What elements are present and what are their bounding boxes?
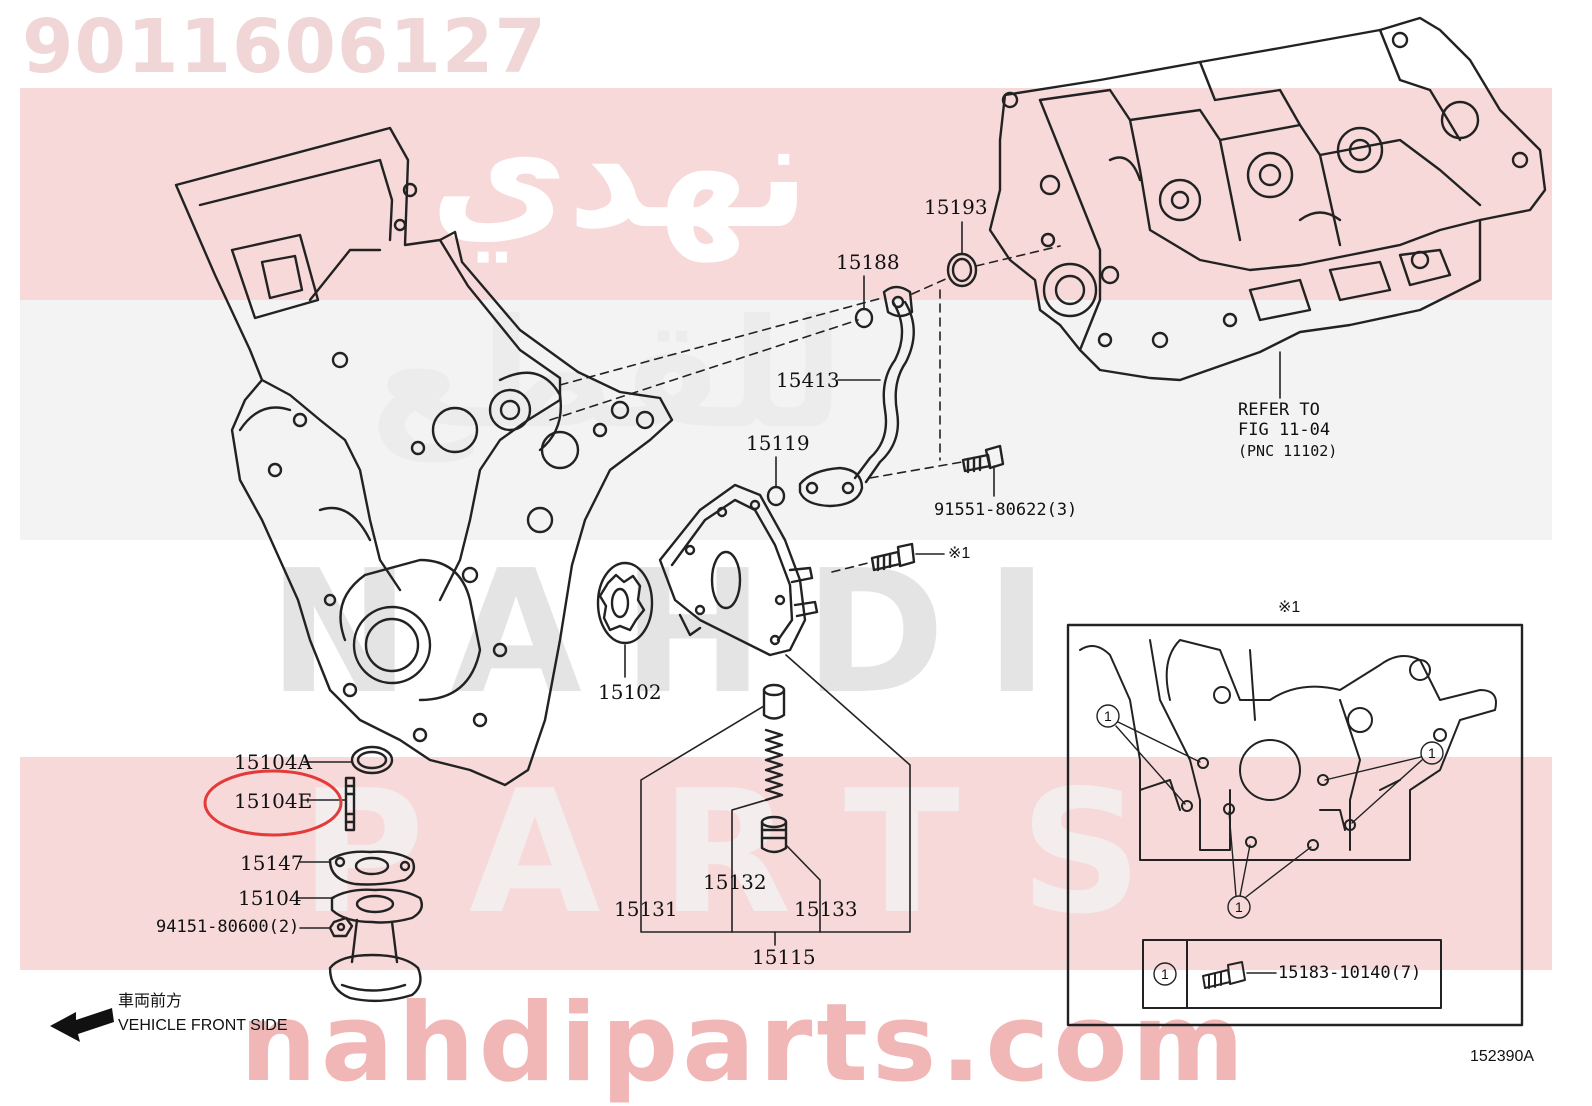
compression-spring-15132: [764, 728, 784, 802]
bolt-note-1: [870, 542, 916, 572]
watermark-word-parts: PARTS: [300, 754, 1203, 952]
callout-15115[interactable]: 15115: [752, 945, 816, 969]
figure-id: 152390A: [1470, 1048, 1535, 1065]
bolt-91551-80622: [961, 444, 1005, 474]
callout-15183-10140[interactable]: 15183-10140(7): [1278, 963, 1422, 983]
refer-to-line-3: (PNC 11102): [1238, 442, 1338, 460]
vehicle-front-arrow-icon: [50, 1008, 114, 1042]
stud-15104E: [344, 776, 356, 832]
watermark-url: nahdiparts.com: [240, 981, 1249, 1106]
watermark-arabic-top: نهدي: [430, 88, 810, 262]
oil-pump-housing: [658, 483, 819, 657]
engine-cylinder-block: [988, 16, 1547, 382]
watermark-band-bottom: [20, 757, 1552, 970]
direction-english: VEHICLE FRONT SIDE: [118, 1017, 288, 1034]
refer-to-line-1[interactable]: REFER TO: [1238, 400, 1320, 420]
callout-94151-80600[interactable]: 94151-80600(2): [156, 917, 300, 937]
callout-15102[interactable]: 15102: [598, 680, 662, 704]
highlight-ellipse-15104E: [203, 769, 343, 837]
callout-15193[interactable]: 15193: [924, 195, 988, 219]
callout-91551-80622[interactable]: 91551-80622(3): [934, 500, 1078, 520]
note-mark-bolt: ※1: [948, 545, 971, 562]
callout-15132[interactable]: 15132: [703, 870, 767, 894]
callout-15413[interactable]: 15413: [776, 368, 840, 392]
relief-valve-15131: [762, 683, 786, 720]
callout-15119[interactable]: 15119: [746, 431, 810, 455]
legend-marker: 1: [1161, 966, 1169, 982]
oil-strainer-15104: [328, 888, 423, 1003]
direction-japanese: 車両前方: [118, 993, 183, 1010]
callout-15131[interactable]: 15131: [614, 897, 678, 921]
callout-15147[interactable]: 15147: [240, 851, 304, 875]
timing-chain-cover: [174, 126, 674, 787]
refer-to-line-2[interactable]: FIG 11-04: [1238, 420, 1331, 440]
legend-bolt-icon: [1202, 961, 1246, 989]
detail-marker-bottom: 1: [1235, 899, 1243, 915]
o-ring-15119: [766, 485, 786, 507]
detail-legend-box: [1142, 939, 1442, 1009]
detail-engine-front-view: [1079, 639, 1497, 861]
gasket-15104A: [350, 745, 394, 775]
detail-marker-right: 1: [1428, 745, 1436, 761]
detail-box-note-1: [1066, 623, 1524, 1027]
oil-pipe-15413: [798, 285, 915, 508]
callout-15133[interactable]: 15133: [794, 897, 858, 921]
plug-15133: [760, 815, 788, 854]
callout-15104A[interactable]: 15104A: [234, 750, 313, 774]
watermark-word-nahdi: NAHDI: [268, 534, 1089, 732]
watermark-arabic-mid: للقطع: [370, 288, 845, 462]
callout-15188[interactable]: 15188: [836, 250, 900, 274]
watermark-part-number: 9011606127: [22, 4, 547, 90]
oil-pump-rotor-15102: [596, 561, 654, 645]
detail-marker-left: 1: [1104, 708, 1112, 724]
o-ring-15188: [854, 307, 874, 329]
detail-bolt-markers: [1096, 704, 1444, 919]
callout-15104E[interactable]: 15104E: [234, 789, 313, 813]
watermark-band-mid: [20, 300, 1552, 540]
nut-94151-80600: [328, 916, 354, 938]
callout-15104[interactable]: 15104: [238, 886, 302, 910]
gasket-15147: [328, 850, 416, 886]
detail-title-note-1: ※1: [1278, 599, 1301, 616]
